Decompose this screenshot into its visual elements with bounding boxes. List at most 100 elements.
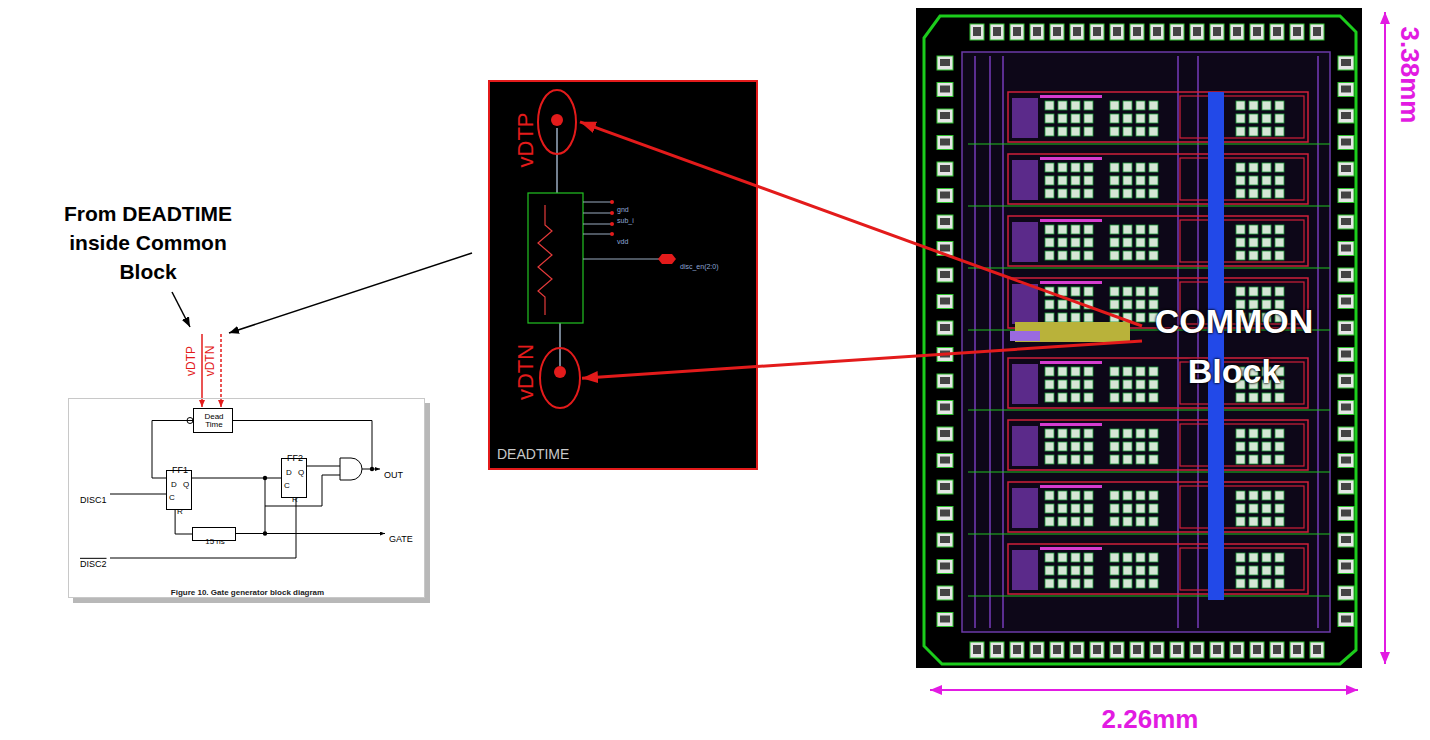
metal-strip [1040,95,1102,98]
transistor-cell [1071,127,1080,136]
transistor-cell [1110,176,1119,185]
panel-ground [68,398,425,598]
pin-name: sub_i [617,217,634,225]
transistor-cell [1249,114,1258,123]
transistor-cell [1084,313,1093,322]
transistor-cell [1123,455,1132,464]
pin-wire [583,259,660,260]
transistor-cell [1084,429,1093,438]
bond-pad-core [1053,27,1061,36]
transistor-cell [1275,225,1284,234]
transistor-cell [1136,313,1145,322]
transistor-cell [1110,579,1119,588]
transistor-cell [1236,127,1245,136]
transistor-cell [1110,300,1119,309]
transistor-cell [1123,491,1132,500]
transistor-cell [1262,189,1271,198]
transistor-cell [1045,566,1054,575]
transistor-cell [1149,579,1158,588]
transistor-cell [1262,225,1271,234]
transistor-cell [1236,393,1245,402]
metal-line [989,56,991,628]
delay-value: 15 ns [205,537,225,546]
transistor-cell [1058,442,1067,451]
transistor-cell [1071,163,1080,172]
transistor-cell [1045,504,1054,513]
bond-pad [937,162,953,176]
bond-pad-core [1341,324,1351,331]
bond-pad-core [1341,218,1351,225]
bond-pad-core [973,645,981,654]
figure-panel: Figure 10. Gate generator block diagramD… [68,398,425,598]
transistor-cell [1045,300,1054,309]
transistor-cell [1149,553,1158,562]
bond-pad [937,427,953,441]
transistor-cell [1084,163,1093,172]
transistor-cell [1136,579,1145,588]
transistor-cell [1149,517,1158,526]
transistor-cell [1045,455,1054,464]
bond-pad-core [1293,645,1301,654]
transistor-cell [1136,553,1145,562]
transistor-cell [1149,189,1158,198]
transistor-cell [1123,566,1132,575]
bond-pad-core [1341,298,1351,305]
transistor-cell [1136,176,1145,185]
transistor-cell [1123,238,1132,247]
bond-pad [1050,642,1064,658]
transistor-cell [1045,163,1054,172]
transistor-cell [1110,238,1119,247]
transistor-cell [1045,393,1054,402]
transistor-cell [1071,367,1080,376]
bond-pad [937,401,953,415]
chip-die [916,8,1362,668]
transistor-cell [1275,176,1284,185]
transistor-cell [1084,380,1093,389]
channel-block [1012,98,1038,138]
bond-pad-core [1273,645,1281,654]
channel-frame [1180,486,1304,528]
metal-strip [1040,423,1102,426]
transistor-cell [1136,300,1145,309]
signal-name: vDTP [185,346,199,376]
bond-pad-core [940,324,950,331]
transistor-cell [1084,393,1093,402]
bond-pad-core [1033,645,1041,654]
ellipse-outline [540,348,580,408]
transistor-cell [1275,491,1284,500]
transistor-cell [1236,442,1245,451]
transistor-cell [1123,189,1132,198]
transistor-cell [1275,517,1284,526]
transistor-cell [1136,455,1145,464]
bond-pad [1270,642,1284,658]
transistor-cell [1136,429,1145,438]
transistor-cell [1149,101,1158,110]
transistor-cell [1149,367,1158,376]
bus-pin-symbol [658,254,676,264]
transistor-cell [1123,101,1132,110]
channel-frame [1008,544,1308,594]
transistor-cell [1275,393,1284,402]
bond-pad [1338,162,1354,176]
metal-strip [1040,547,1102,550]
bond-pad [937,215,953,229]
bond-pad-core [940,430,950,437]
transistor-cell [1045,189,1054,198]
dimension-arrow [930,689,1358,691]
channel-block [1012,550,1038,590]
transistor-cell [1275,127,1284,136]
channel-frame [1180,158,1304,200]
transistor-cell [1058,393,1067,402]
transistor-cell [1249,429,1258,438]
resistor-symbol [538,205,552,315]
bond-pad [1310,642,1324,658]
delay-line-box: 15 ns [192,527,236,541]
bond-pad [1030,24,1044,40]
channel-block [1012,426,1038,466]
transistor-cell [1275,504,1284,513]
metal-line [968,595,1330,596]
transistor-cell [1071,313,1080,322]
transistor-cell [1084,504,1093,513]
bond-pad [1090,642,1104,658]
